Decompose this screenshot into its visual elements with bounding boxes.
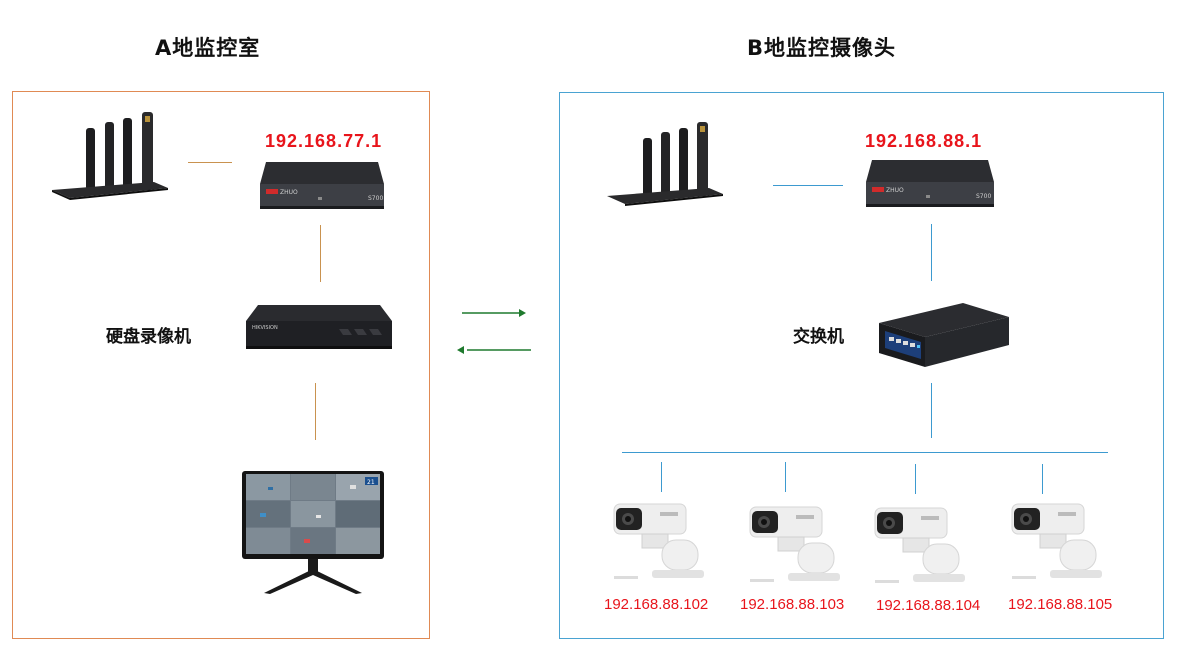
nvr-brand: HIKVISION (252, 325, 278, 331)
router-b-link (773, 185, 843, 186)
site-a-title: A地监控室 (155, 36, 261, 60)
gateway-switch-link (931, 224, 932, 281)
arrow-right-icon (519, 309, 526, 317)
router-a-model: S700 (368, 195, 383, 202)
router-a-link (188, 162, 232, 163)
gateway-device-a-icon: ZHUO S700 (260, 162, 384, 209)
camera-2-ip: 192.168.88.103 (740, 596, 845, 613)
router-a-ip: 192.168.77.1 (265, 131, 383, 151)
camera-3-ip: 192.168.88.104 (876, 597, 981, 614)
nvr-monitor-link (315, 383, 316, 440)
router-a-brand: ZHUO (280, 189, 298, 196)
camera-1-ip: 192.168.88.102 (604, 596, 709, 613)
data-transfer-arrows (457, 309, 531, 354)
gateway-nvr-link (320, 225, 321, 282)
router-b-ip: 192.168.88.1 (865, 131, 983, 151)
camera-bus-line (622, 452, 1108, 453)
camera-1-icon (613, 503, 704, 579)
monitor-badge: 21 (367, 479, 375, 486)
camera-4-icon (1011, 503, 1102, 579)
site-b-title: B地监控摄像头 (747, 36, 897, 60)
router-b-model: S700 (976, 193, 991, 200)
nvr-label: 硬盘录像机 (106, 327, 191, 347)
camera-2-icon (749, 506, 840, 582)
camera-3-drop (915, 464, 916, 494)
gateway-device-b-icon: ZHUO S700 (866, 160, 994, 207)
camera-2-drop (785, 462, 786, 492)
site-b-box (559, 92, 1164, 639)
switch-label: 交换机 (793, 327, 844, 347)
nvr-icon: HIKVISION (246, 305, 392, 349)
monitor-icon: 21 (242, 471, 384, 594)
router-b-brand: ZHUO (886, 187, 904, 194)
camera-1-drop (661, 462, 662, 492)
network-switch-icon (879, 303, 1009, 367)
camera-3-icon (874, 507, 965, 583)
wireless-router-b-icon (607, 122, 723, 206)
camera-4-drop (1042, 464, 1043, 494)
site-a-box (12, 91, 430, 639)
wireless-router-a-icon (52, 112, 168, 200)
arrow-left-icon (457, 346, 464, 354)
camera-4-ip: 192.168.88.105 (1008, 596, 1113, 613)
switch-bus-link (931, 383, 932, 438)
